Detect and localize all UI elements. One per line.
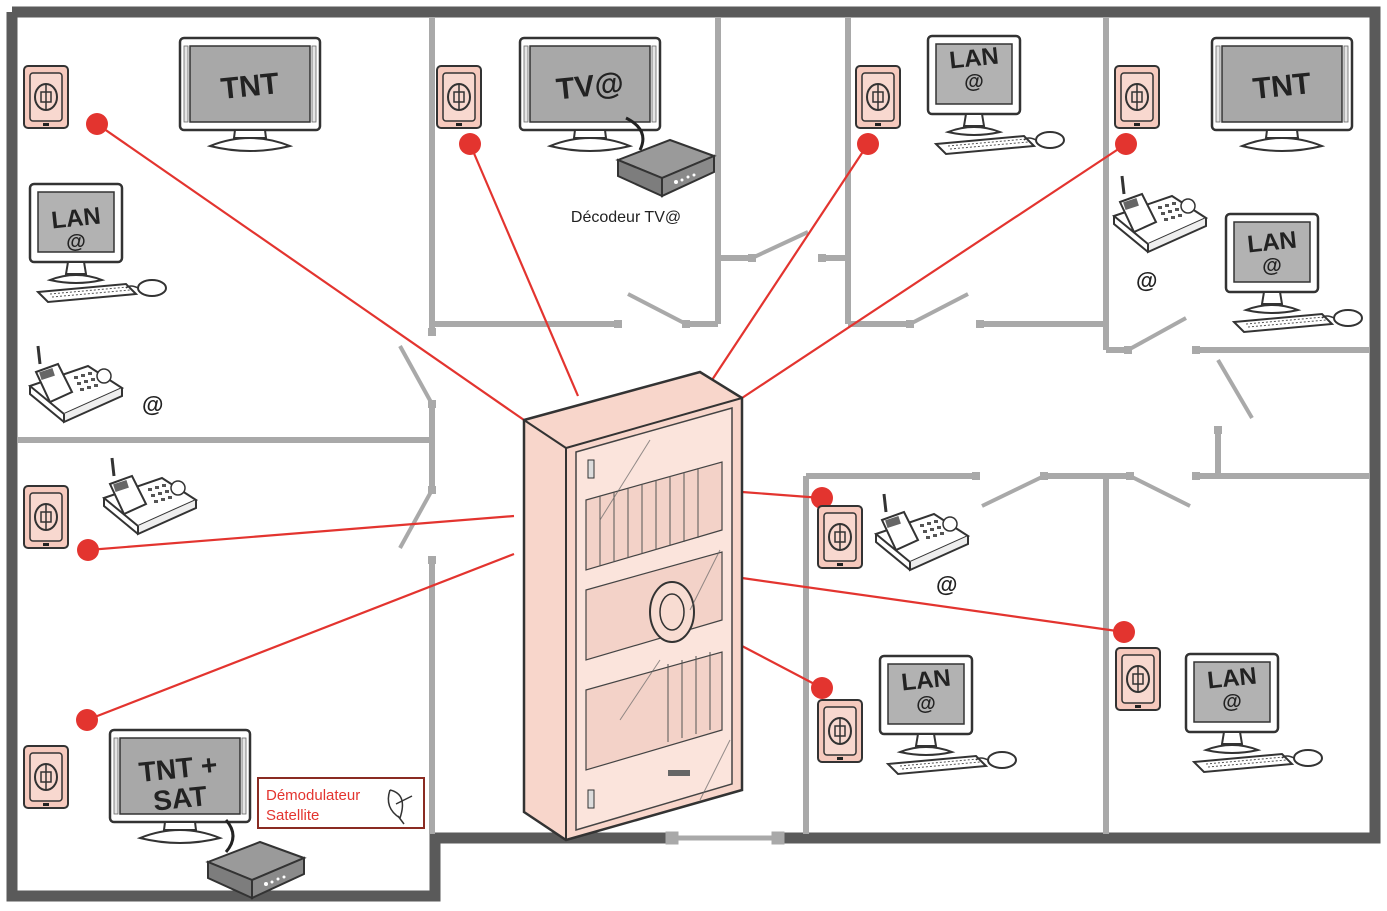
demodulateur-label-line2: Satellite: [266, 807, 319, 824]
computer-left: LAN @: [28, 182, 168, 304]
inner-walls: [18, 18, 1369, 834]
satellite-dish-icon: [387, 789, 413, 825]
network-cables: [86, 123, 1127, 722]
monitor-screen-label: LAN: [1246, 226, 1298, 258]
tv-screen-label: TV@: [555, 67, 626, 107]
monitor-screen-label: @: [1222, 691, 1242, 713]
phone-left-top: [28, 344, 124, 424]
tv-screen-label: SAT: [152, 780, 209, 816]
phone-at-label: @: [142, 392, 163, 417]
tv-screen-label: TNT: [1251, 67, 1312, 106]
cable-endpoints: [76, 113, 1137, 731]
distribution-cabinet: [522, 370, 744, 842]
monitor-screen-label: LAN: [900, 664, 952, 696]
monitor-screen-label: @: [964, 71, 984, 93]
tv-tnt-left: TNT: [178, 36, 322, 153]
monitor-screen-label: @: [66, 231, 86, 253]
outer-walls: [6, 6, 1381, 902]
phone-at-label: @: [1136, 268, 1157, 293]
computer-top-right: LAN @: [1224, 212, 1364, 334]
phone-left-bottom: [102, 456, 198, 536]
phone-bottom-center: [874, 492, 970, 572]
phone-at-label: @: [936, 572, 957, 597]
tv-tv-at: TV@: [518, 36, 715, 197]
demodulateur-box: Démodulateur Satellite: [257, 777, 425, 829]
tv-tnt-sat: TNT + SAT: [108, 728, 305, 899]
monitor-screen-label: LAN: [1206, 662, 1258, 694]
computer-top-center: LAN @: [926, 34, 1066, 156]
computer-bottom-center: LAN @: [878, 654, 1018, 776]
wall-posts: [428, 254, 1222, 564]
phone-top-right: [1112, 174, 1208, 254]
monitor-screen-label: @: [916, 693, 936, 715]
monitor-screen-label: LAN: [948, 42, 1000, 74]
tv-tnt-right: TNT: [1210, 36, 1354, 153]
tv-screen-label: TNT: [219, 67, 280, 106]
demodulateur-label-line1: Démodulateur: [266, 787, 360, 804]
monitor-screen-label: @: [1262, 255, 1282, 277]
doors: [398, 230, 1254, 549]
decodeur-label: Décodeur TV@: [571, 209, 681, 226]
door-opening-bottom: [665, 831, 785, 845]
computer-bottom-right: LAN @: [1184, 652, 1324, 774]
monitor-screen-label: LAN: [50, 202, 102, 234]
